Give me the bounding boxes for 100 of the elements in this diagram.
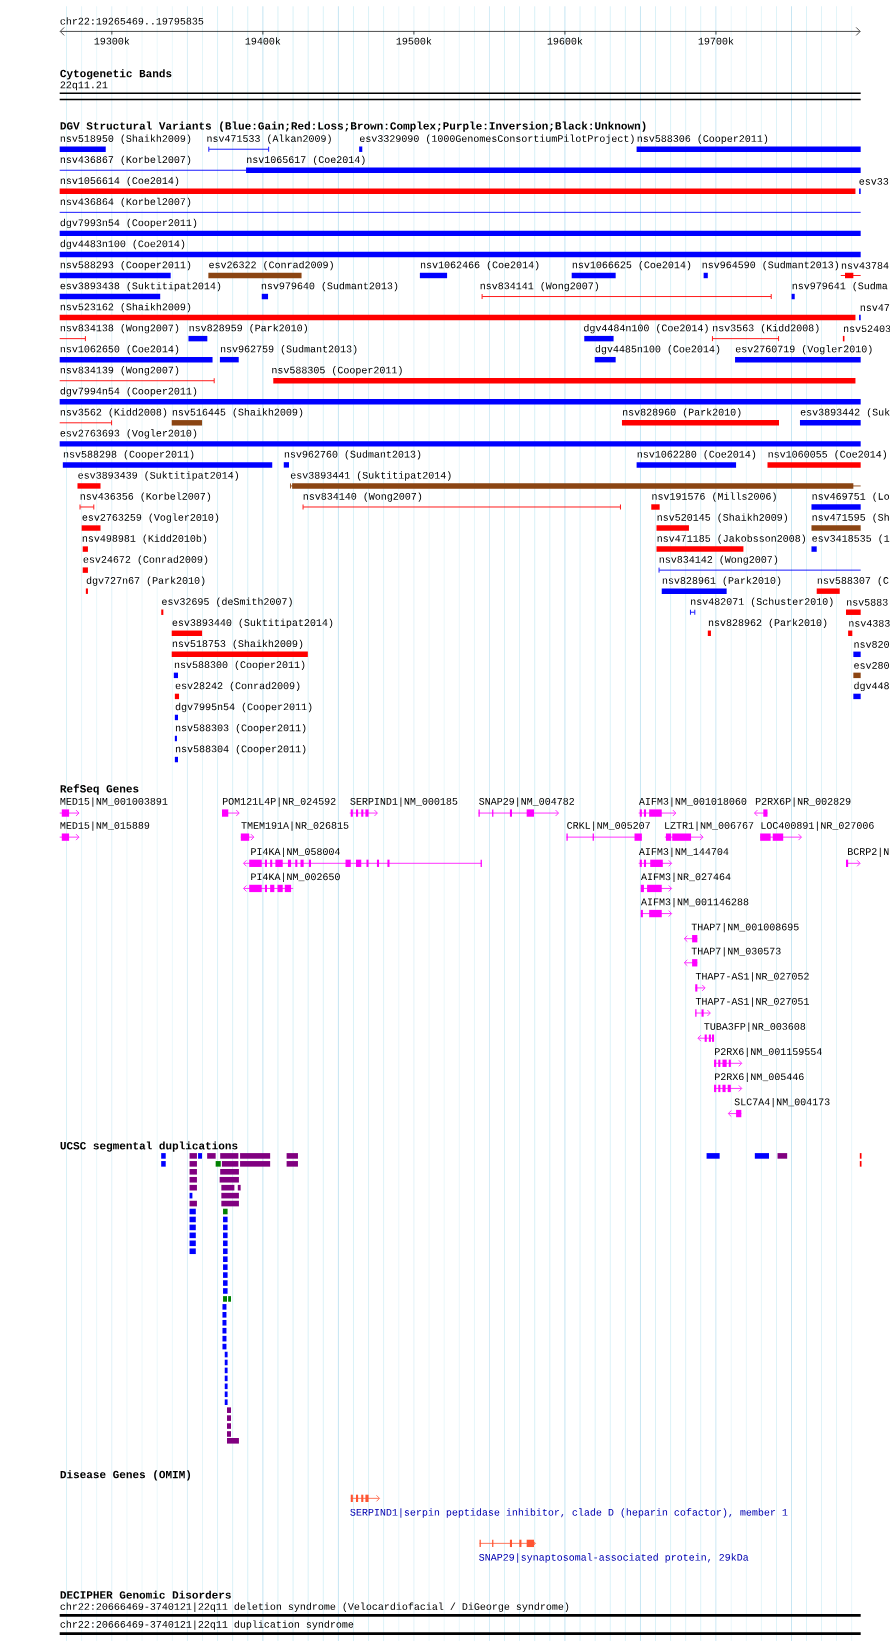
variant-label: nsv520145 (Shaikh2009) xyxy=(657,513,788,523)
variant-label: nsv834139 (Wong2007) xyxy=(60,366,179,376)
gene-label: SLC7A4|NM_004173 xyxy=(734,1097,830,1108)
variant-label: esv24672 (Conrad2009) xyxy=(83,555,208,565)
variant-label: nsv516445 (Shaikh2009) xyxy=(172,408,303,418)
variant-label: dgv7993n54 (Cooper2011) xyxy=(60,218,197,229)
tick-label: 19300k xyxy=(94,37,130,45)
disorder-label: chr22:20666469-3740121|22q11 deletion syndrome (Velocardiofacial / DiGeorge syndrome) xyxy=(60,1602,569,1612)
gene-label: THAP7-AS1|NR_027052 xyxy=(695,972,809,982)
gene-label: P2RX6|NM_001159554 xyxy=(715,1047,822,1057)
track-title: Disease Genes (OMIM) xyxy=(60,1470,191,1481)
variant-label: nsv471185 (Jakobsson2008) xyxy=(657,534,806,544)
variant-label: nsv588307 (C xyxy=(817,576,889,586)
gene-label: BCRP2|N xyxy=(848,847,889,857)
variant-label: esv280 xyxy=(854,662,889,669)
gene-label: SNAP29|synaptosomal-associated protein, 29kDa xyxy=(479,1553,749,1563)
variant-label: nsv436864 (Korbel2007) xyxy=(60,197,191,208)
gene-label: PI4KA|NM_058004 xyxy=(251,847,340,857)
variant-label: nsv1060055 (Coe2014) xyxy=(768,450,886,460)
variant-label: dgv727n67 (Park2010) xyxy=(86,576,205,586)
variant-label: nsv1062466 (Coe2014) xyxy=(420,260,539,271)
gene-label: THAP7-AS1|NR_027051 xyxy=(695,997,809,1007)
variant-label: nsv436356 (Korbel2007) xyxy=(80,492,211,502)
variant-label: nsv834138 (Wong2007) xyxy=(60,324,179,334)
variant-label: esv32695 (deSmith2007) xyxy=(162,597,292,607)
variant-label: nsv4383 xyxy=(849,619,890,627)
variant-label: nsv471595 (Sh xyxy=(812,513,889,523)
variant-label: nsv588298 (Cooper2011) xyxy=(63,450,194,460)
variant-label: nsv498981 (Kidd2010b) xyxy=(82,534,207,544)
variant-label: esv2760719 (Vogler2010) xyxy=(735,345,872,355)
variant-label: nsv834141 (Wong2007) xyxy=(480,281,599,292)
variant-label: nsv834140 (Wong2007) xyxy=(303,492,422,502)
variant-label: nsv518950 (Shaikh2009) xyxy=(60,134,191,144)
gene-label: THAP7|NM_001008695 xyxy=(691,923,799,933)
variant-label: esv26322 (Conrad2009) xyxy=(209,260,333,271)
variant-label: nsv834142 (Wong2007) xyxy=(659,555,778,565)
position-label: chr22:19265469..19795835 xyxy=(60,17,204,25)
track-title: DECIPHER Genomic Disorders xyxy=(60,1590,231,1599)
track-title: UCSC segmental duplications xyxy=(60,1141,238,1152)
variant-label: esv33 xyxy=(859,177,889,185)
variant-label: nsv588293 (Cooper2011) xyxy=(60,260,191,271)
variant-label: nsv820 xyxy=(854,640,889,648)
variant-label: esv3329090 (1000GenomesConsortiumPilotProject) xyxy=(360,134,634,144)
variant-label: nsv471533 (Alkan2009) xyxy=(207,134,331,144)
variant-label: nsv588306 (Cooper2011) xyxy=(637,134,768,144)
gene-label: SERPIND1|NM_000185 xyxy=(350,797,458,807)
variant-label: nsv43784 xyxy=(841,262,889,269)
variant-label: nsv964590 (Sudmant2013) xyxy=(702,260,839,271)
variant-label: nsv52403 xyxy=(843,325,890,333)
variant-label: nsv962759 (Sudmant2013) xyxy=(220,345,357,355)
variant-label: esv2763693 (Vogler2010) xyxy=(60,429,197,439)
gene-label: THAP7|NM_030573 xyxy=(691,947,781,957)
variant-label: esv28242 (Conrad2009) xyxy=(175,681,300,692)
variant-label: nsv191576 (Mills2006) xyxy=(652,492,776,502)
gene-label: TMEM191A|NR_026815 xyxy=(241,821,349,831)
band-label: 22q11.21 xyxy=(60,81,108,91)
track-title: Cytogenetic Bands xyxy=(60,69,172,80)
gene-label: P2RX6|NM_005446 xyxy=(715,1072,804,1083)
track-title: RefSeq Genes xyxy=(60,784,139,795)
variant-label: nsv828960 (Park2010) xyxy=(623,408,741,418)
gene-label: LZTR1|NM_006767 xyxy=(665,821,754,831)
variant-label: nsv979641 (Sudma xyxy=(792,281,888,292)
variant-label: esv3893441 (Suktitipat2014) xyxy=(290,471,451,481)
variant-label: nsv828962 (Park2010) xyxy=(708,618,827,628)
variant-label: nsv828959 (Park2010) xyxy=(189,324,307,334)
track-title: DGV Structural Variants (Blue:Gain;Red:Loss;Brown:Complex;Purple:Inversion;Black:Unknown) xyxy=(60,121,646,132)
disorder-label: chr22:20666469-3740121|22q11 duplication syndrome xyxy=(60,1620,354,1630)
variant-label: esv3893438 (Suktitipat2014) xyxy=(60,281,221,292)
gene-label: LOC400891|NR_027006 xyxy=(761,821,874,831)
tick-label: 19600k xyxy=(547,37,583,45)
variant-label: nsv518753 (Shaikh2009) xyxy=(172,639,303,650)
gene-label: TUBA3FP|NR_003608 xyxy=(704,1022,806,1032)
variant-label: nsv5883 xyxy=(847,598,888,606)
variant-label: nsv588303 (Cooper2011) xyxy=(175,723,306,734)
variant-label: esv3893440 (Suktitipat2014) xyxy=(172,618,333,628)
variant-label: nsv588304 (Cooper2011) xyxy=(175,744,306,755)
variant-label: nsv1062280 (Coe2014) xyxy=(637,450,756,460)
variant-label: dgv4484n100 (Coe2014) xyxy=(584,324,708,334)
variant-label: nsv436867 (Korbel2007) xyxy=(60,155,191,165)
tick-label: 19400k xyxy=(245,37,281,45)
variant-label: dgv448 xyxy=(854,681,889,692)
variant-label: dgv4483n100 (Coe2014) xyxy=(60,239,185,250)
variant-label: esv3418535 (1 xyxy=(812,534,890,544)
gene-label: AIFM3|NM_001146288 xyxy=(641,897,749,908)
tick-label: 19500k xyxy=(396,37,432,45)
variant-label: nsv47 xyxy=(860,304,890,311)
variant-label: nsv469751 (Lo xyxy=(812,492,890,502)
gene-label: CRKL|NM_005207 xyxy=(567,821,650,831)
variant-label: nsv588300 (Cooper2011) xyxy=(174,660,305,671)
gene-label: AIFM3|NM_001018060 xyxy=(638,797,747,807)
variant-label: esv3893442 (Suk xyxy=(800,408,890,418)
variant-label: nsv523162 (Shaikh2009) xyxy=(60,303,191,313)
gene-label: PI4KA|NM_002650 xyxy=(251,872,340,883)
variant-label: dgv4485n100 (Coe2014) xyxy=(595,345,720,355)
variant-label: esv2763259 (Vogler2010) xyxy=(82,513,219,523)
tick-label: 19700k xyxy=(698,37,734,45)
gene-label: MED15|NM_001003891 xyxy=(60,797,168,807)
gene-label: SNAP29|NM_004782 xyxy=(479,797,574,807)
gene-label: MED15|NM_015889 xyxy=(60,821,150,831)
variant-label: dgv7994n54 (Cooper2011) xyxy=(60,387,197,397)
